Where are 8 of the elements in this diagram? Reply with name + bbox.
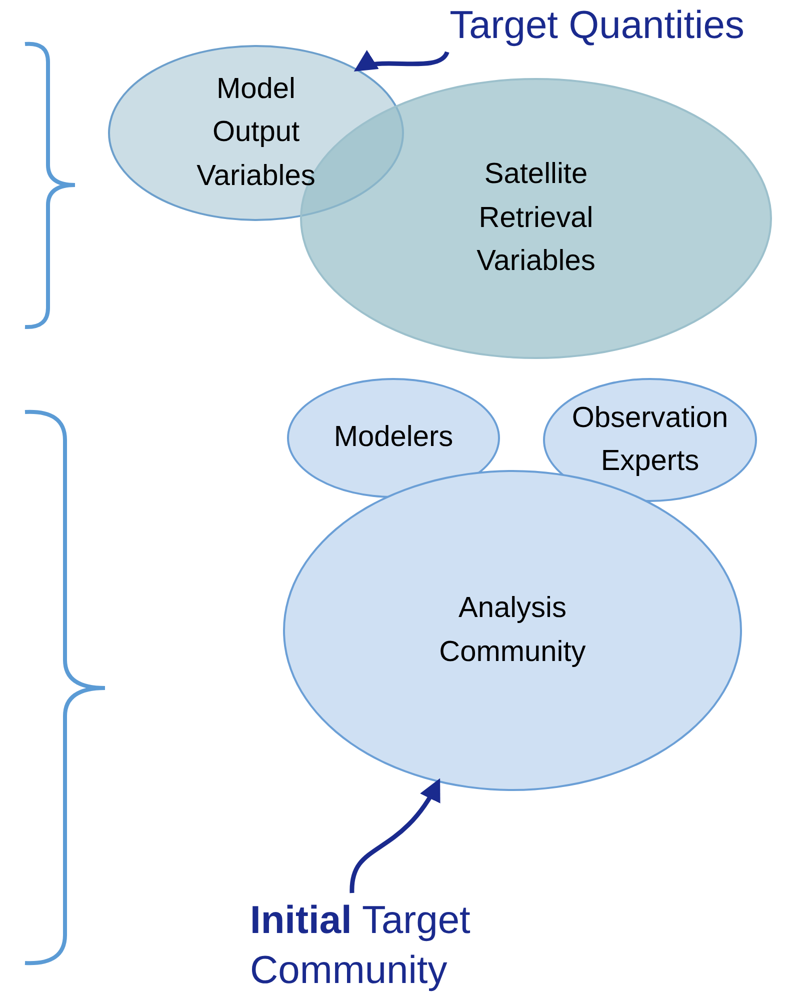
callout-text: Target Quantities bbox=[450, 3, 744, 50]
curved-arrow bbox=[350, 778, 440, 894]
node-label: Observation Experts bbox=[570, 400, 730, 479]
node-label: Model Output Variables bbox=[196, 72, 316, 194]
node-label: Satellite Retrieval Variables bbox=[476, 157, 596, 280]
callout-text: Initial Target Community bbox=[250, 898, 472, 994]
node-label: Analysis Community bbox=[438, 591, 587, 670]
node-label: Modelers bbox=[332, 420, 454, 456]
